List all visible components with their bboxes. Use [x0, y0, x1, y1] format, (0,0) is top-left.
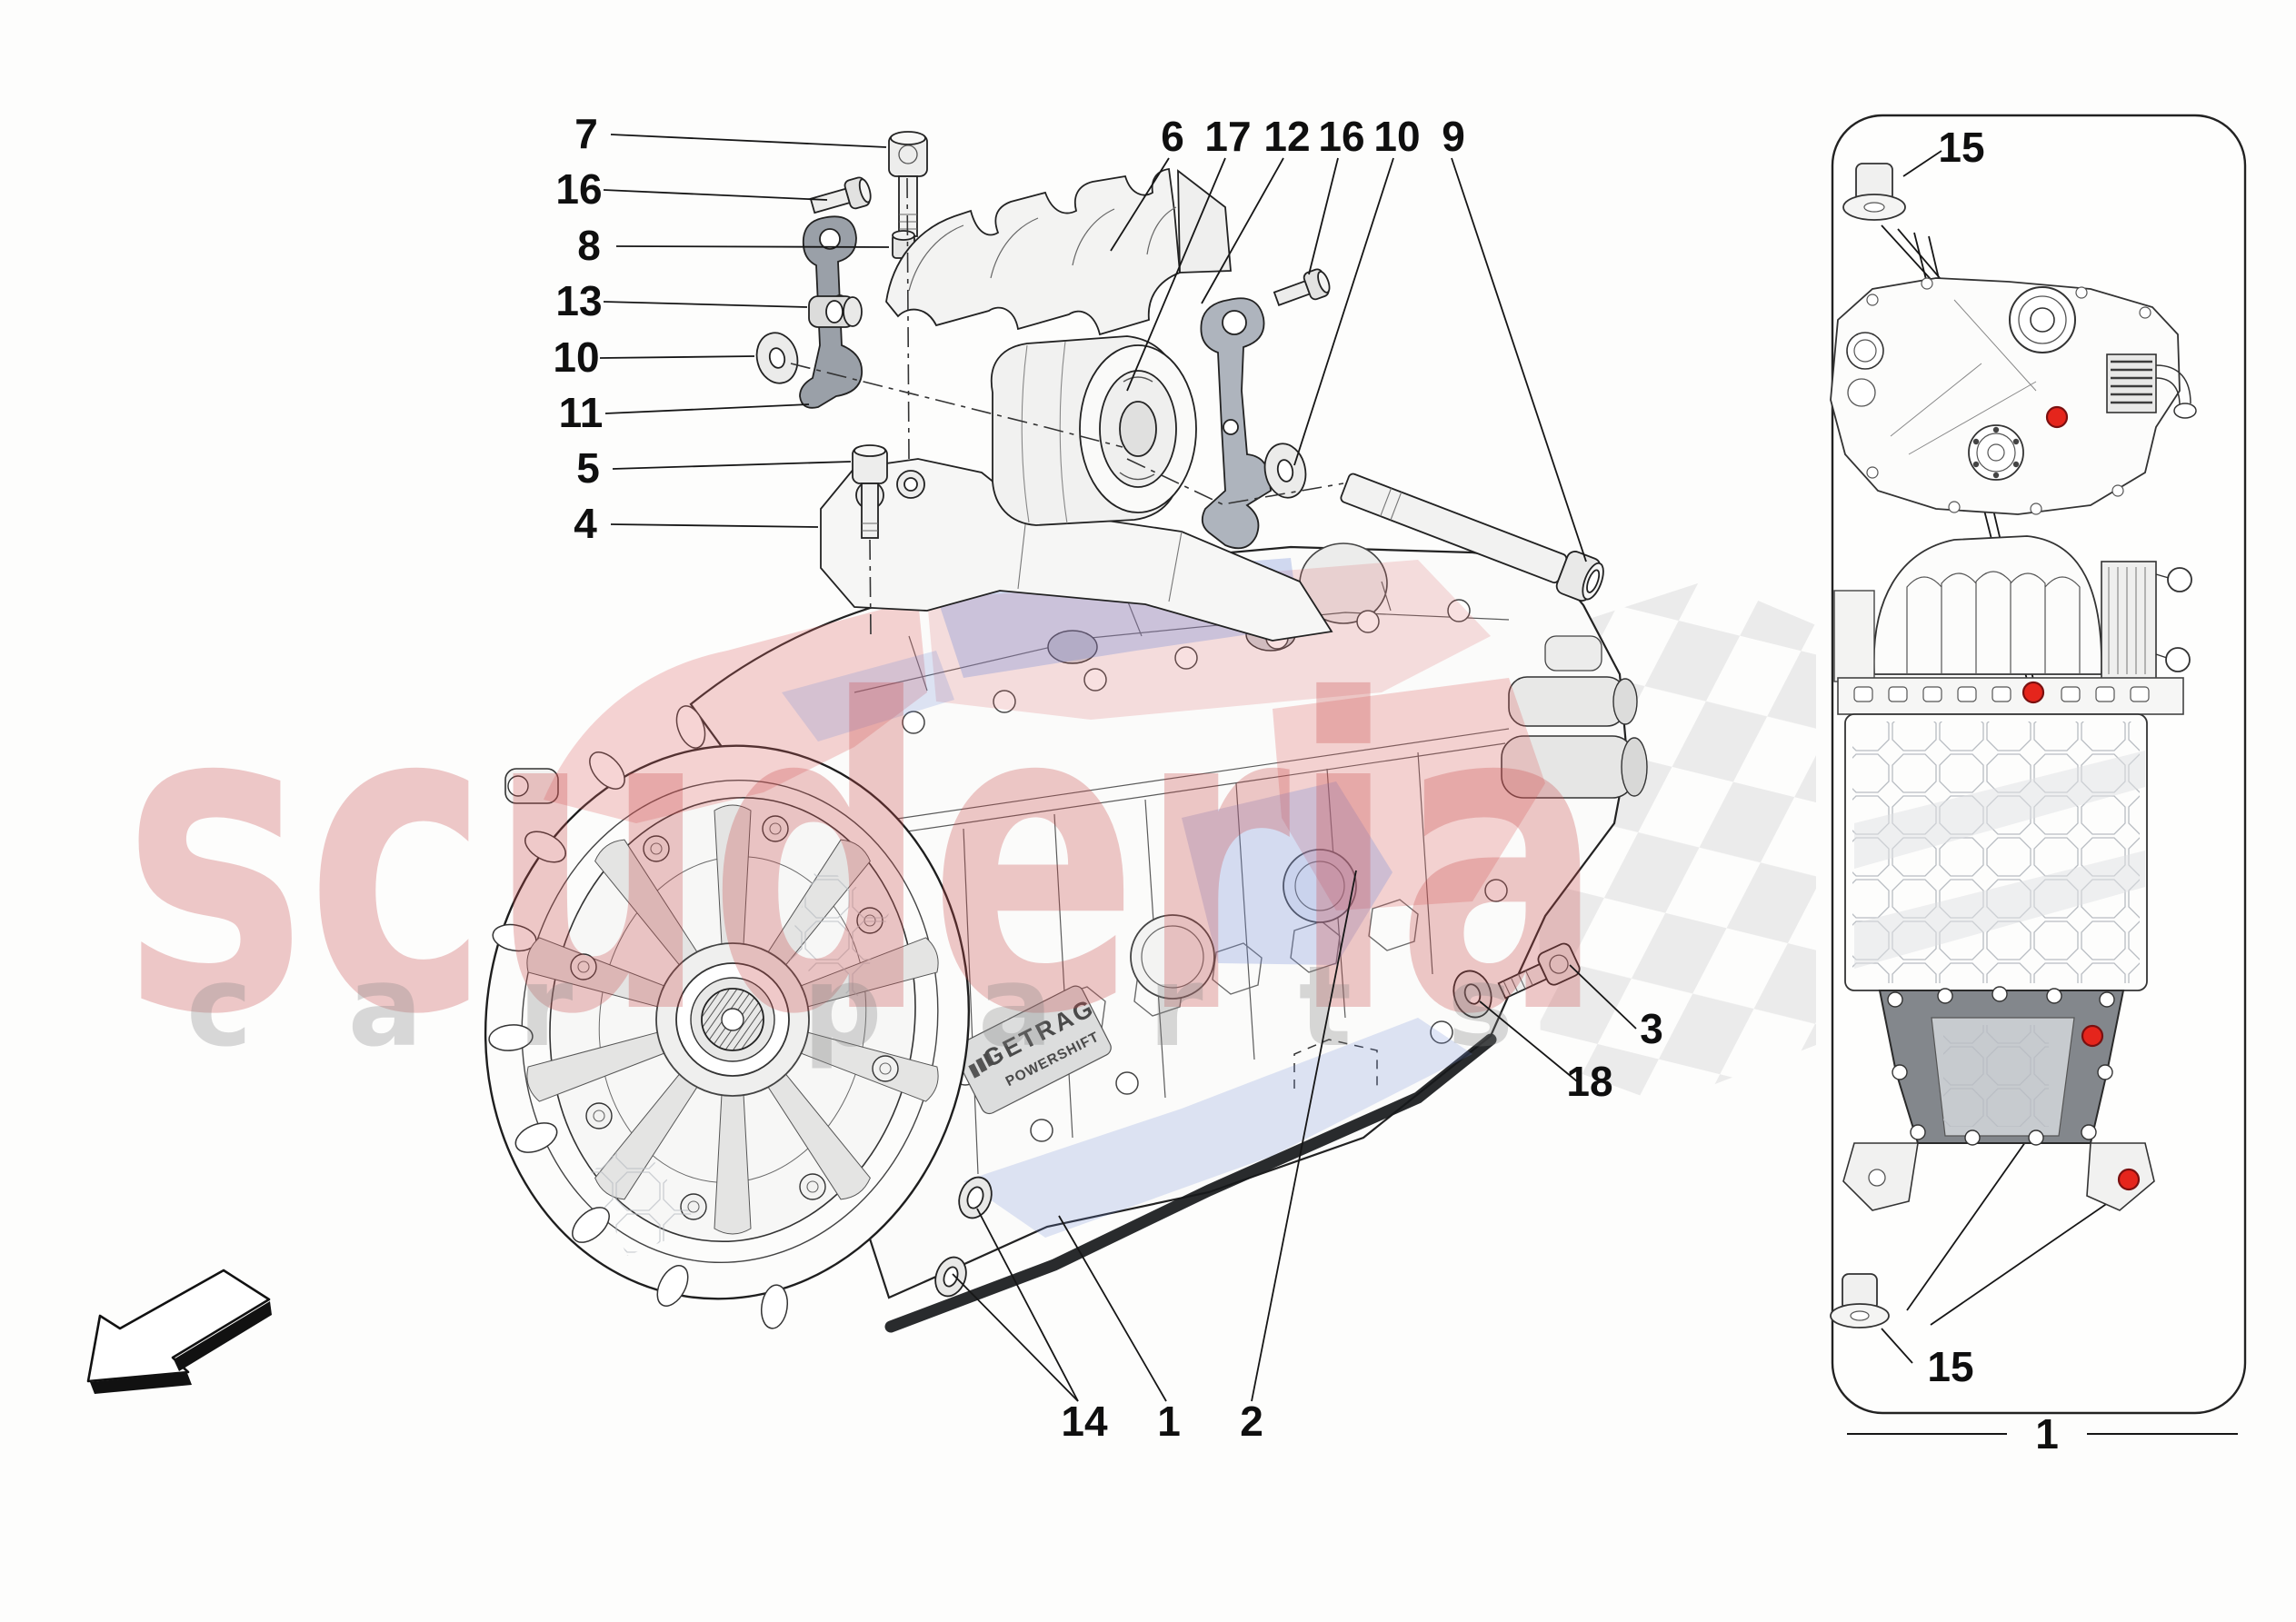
marker-dot-pan: [2081, 1024, 2104, 1048]
marker-dot-top-view: [2021, 681, 2045, 704]
face-bolts: [570, 815, 899, 1220]
panel-view-rear: [1830, 277, 2197, 515]
callout-1: 1: [1157, 1398, 1181, 1445]
panel-plug-bottom: [1830, 1273, 1890, 1328]
pan-bolts: [1887, 986, 2115, 1146]
part-3-bolt: [1497, 942, 1581, 1000]
direction-arrow-shadow-head: [90, 1373, 192, 1394]
bell-housing: [484, 705, 971, 1329]
tint-pink-bracket: [1273, 678, 1545, 911]
callout-leaders: [599, 134, 1637, 1402]
callout-18: 18: [1566, 1058, 1612, 1105]
callout-9: 9: [1442, 113, 1465, 160]
assembly-centre-lines: [790, 177, 1344, 637]
callout-10a: 10: [553, 333, 599, 381]
part-6-ribbed-cover: [885, 167, 1232, 336]
band-slots: [1853, 686, 2150, 702]
watermark-primary-text: scuderia: [123, 611, 1604, 1108]
panel-callout-1: 1: [2035, 1410, 2059, 1458]
callout-4: 4: [574, 500, 597, 547]
sump-shadow-band: [884, 1033, 1497, 1333]
port-tube: [1047, 630, 1098, 664]
panel-callout-15-bottom: 15: [1927, 1343, 1973, 1390]
part-10-washer-left: [755, 332, 799, 384]
callout-8: 8: [577, 222, 601, 269]
body-bolts: [902, 599, 1508, 1142]
tint-blue-lower: [963, 1018, 1472, 1238]
panel-view-top: [1833, 535, 2192, 1211]
part-16-bolt-top: [1273, 268, 1331, 306]
honeycomb-sectors: [589, 863, 891, 1256]
callout-11: 11: [559, 389, 604, 436]
side-panel: 15: [1830, 114, 2247, 1458]
part-17-damper-mount: [990, 335, 1197, 526]
shift-actuators: [1501, 635, 1648, 799]
callout-10b: 10: [1373, 113, 1420, 160]
flange-holes: [488, 705, 789, 1329]
gearbox-assembly-drawing: GETRAG POWERSHIFT: [484, 131, 1648, 1333]
part-5-bolt: [852, 444, 888, 539]
view1-bolts: [1866, 277, 2151, 515]
tint-pink-endcover: [544, 600, 927, 823]
highlight-tints: [544, 558, 1545, 1238]
callout-labels: 7 16 8 13 10 11 5 4 6 17 12 16 10 9 3 18…: [553, 110, 1662, 1445]
watermark-secondary-text: car parts: [186, 942, 1513, 1071]
marker-dot-foot: [2117, 1168, 2141, 1191]
part-10-washer-top: [1263, 443, 1307, 499]
part-18-washer: [1452, 970, 1492, 1019]
callout-14: 14: [1061, 1398, 1108, 1445]
panel-assembly-label: 1: [1847, 1410, 2238, 1458]
marker-dot-rear-view: [2045, 405, 2069, 429]
hidden-part-dashed-outline: [1293, 1039, 1378, 1089]
watermark: scuderia car parts: [123, 611, 1604, 1108]
callout-16a: 16: [555, 165, 602, 213]
part-13-bushing: [808, 295, 863, 328]
exploded-parts: [755, 131, 1604, 1298]
tint-pink-upper: [927, 560, 1491, 720]
callout-3: 3: [1640, 1005, 1663, 1052]
part-12-lever: [1200, 297, 1272, 550]
callout-17: 17: [1204, 113, 1251, 160]
callout-13: 13: [555, 277, 602, 324]
callout-6: 6: [1161, 113, 1184, 160]
part-16-bolt-left: [809, 176, 872, 214]
direction-arrow: [86, 1269, 272, 1394]
panel-plug-top: [1842, 163, 1906, 221]
left-mount-lug: [504, 768, 559, 804]
tint-blue-pump: [1182, 781, 1393, 965]
callout-2: 2: [1240, 1398, 1263, 1445]
part-9-pin: [1340, 473, 1604, 602]
hub-bolt-dots: [1972, 426, 2020, 479]
shade-bands: [1854, 751, 2145, 969]
callout-12: 12: [1263, 113, 1310, 160]
direction-arrow-shadow-shaft: [174, 1301, 272, 1371]
callout-7: 7: [574, 110, 598, 157]
callout-5: 5: [576, 444, 600, 492]
tint-blue-top: [782, 651, 954, 741]
clutch-hub: [655, 942, 810, 1097]
round-service-cover: [1130, 849, 1357, 1000]
panel-callout-15-top: 15: [1938, 124, 1984, 171]
direction-arrow-outline: [86, 1269, 271, 1383]
callout-16b: 16: [1318, 113, 1364, 160]
pan-honeycomb: [1943, 1025, 2049, 1127]
part-14-bushings: [934, 1176, 993, 1298]
